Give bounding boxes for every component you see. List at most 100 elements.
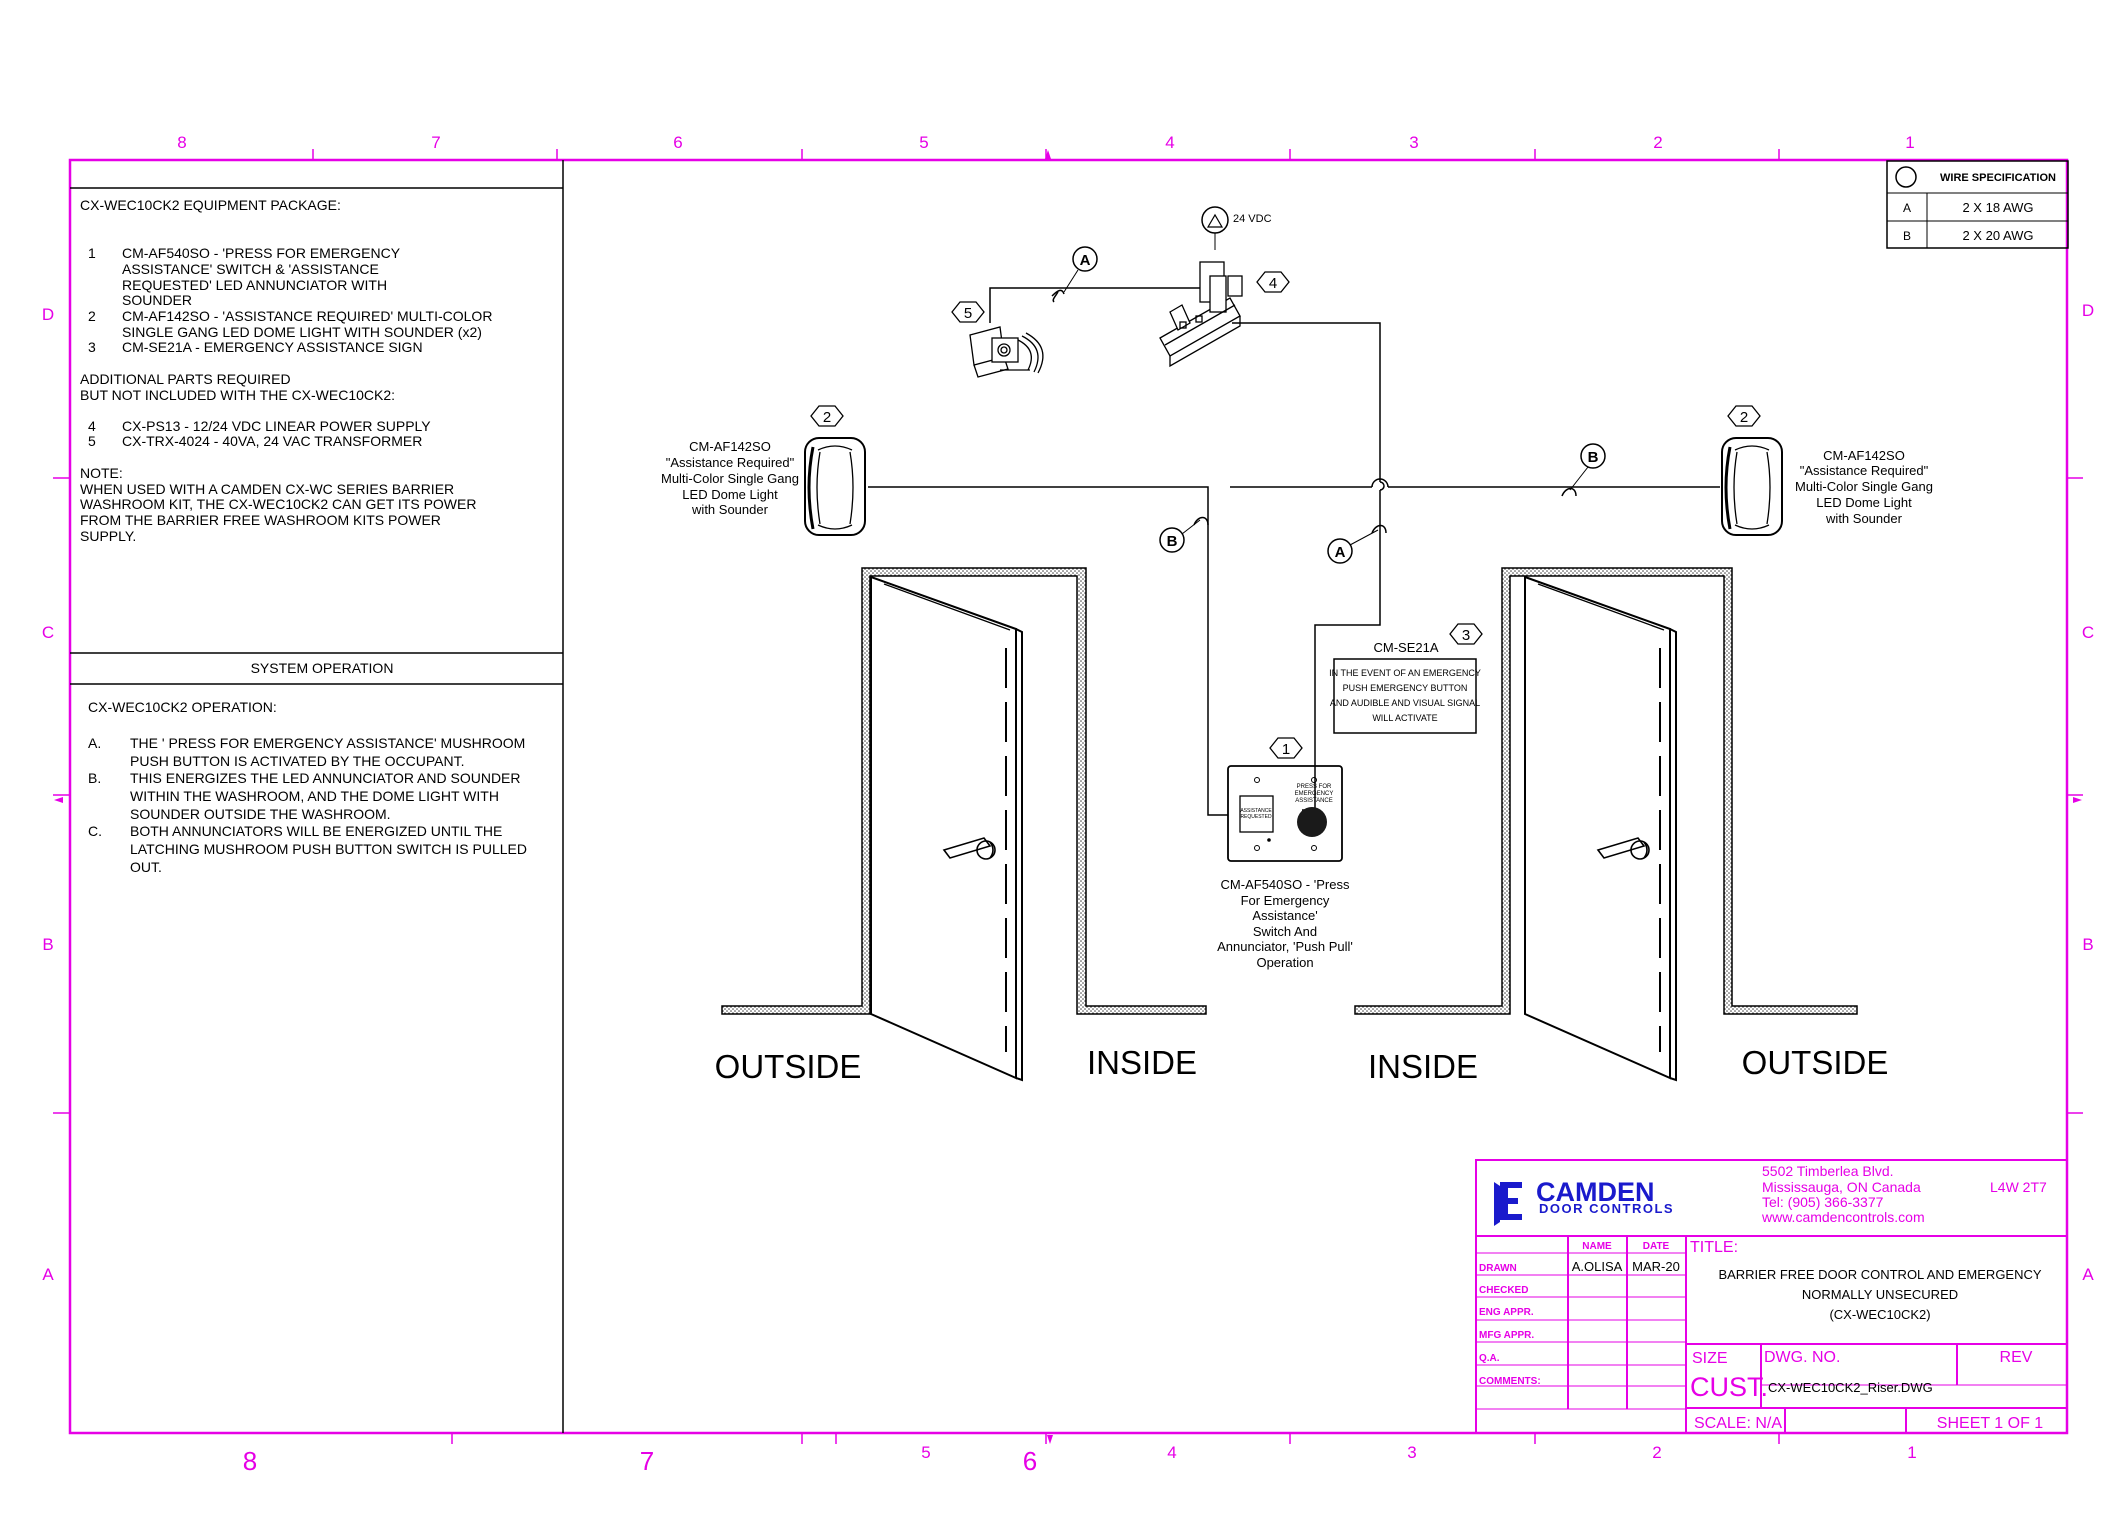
dome-left-line-5: with Sounder	[691, 502, 769, 517]
dwg-no-label: DWG. NO.	[1764, 1349, 1840, 1366]
dome-light-left: 2 CM-AF142SO "Assistance Required" Multi…	[661, 405, 866, 536]
logo-wordmark: CAMDEN	[1536, 1177, 1655, 1207]
wire-marker-b-right: B	[1588, 449, 1599, 466]
sign-model-label: CM-SE21A	[1373, 640, 1438, 655]
additional-title-1: ADDITIONAL PARTS REQUIRED	[80, 371, 291, 387]
additional-item-4: CX-PS13 - 12/24 VDC LINEAR POWER SUPPLY	[122, 418, 431, 434]
door-right	[1354, 567, 1858, 1082]
power-supply-icon	[1159, 261, 1243, 368]
zone-left-d: D	[42, 305, 54, 324]
operation-title: CX-WEC10CK2 OPERATION:	[88, 699, 277, 715]
equipment-item-3-line-1: CM-SE21A - EMERGENCY ASSISTANCE SIGN	[122, 339, 423, 355]
address-line-4: www.camdencontrols.com	[1761, 1209, 1925, 1225]
tag-1: 1	[1282, 741, 1290, 758]
size-label: SIZE	[1692, 1350, 1728, 1367]
operation-step-c-line-2: LATCHING MUSHROOM PUSH BUTTON SWITCH IS …	[130, 841, 527, 857]
dome-left-line-3: Multi-Color Single Gang	[661, 471, 799, 486]
drawing-border: 8 7 6 5 4 3 2 1 8 7 5 6 4 3 2 1 D C B A …	[42, 133, 2094, 1476]
row-drawn: DRAWN	[1479, 1263, 1517, 1274]
wire-marker-a-top: A	[1080, 252, 1091, 269]
wire-spec-circle-icon	[1895, 166, 1917, 188]
zone-top-4: 4	[1165, 133, 1174, 152]
tag-4: 4	[1269, 275, 1277, 292]
additional-num-4: 4	[88, 418, 96, 434]
zone-bottom-2: 2	[1652, 1443, 1661, 1462]
wire-marker-b-left: B	[1167, 533, 1178, 550]
equipment-item-1-line-2: ASSISTANCE' SWITCH & 'ASSISTANCE	[122, 261, 379, 277]
size-value: CUST.	[1690, 1372, 1768, 1402]
address-line-1: 5502 Timberlea Blvd.	[1762, 1163, 1894, 1179]
note-line-4: FROM THE BARRIER FREE WASHROOM KITS POWE…	[80, 512, 441, 528]
operation-step-b-letter: B.	[88, 770, 101, 786]
zone-top-5: 5	[919, 133, 928, 152]
note-line-1: NOTE:	[80, 465, 123, 481]
dome-right-line-1: CM-AF142SO	[1823, 448, 1905, 463]
operation-step-a-letter: A.	[88, 735, 101, 751]
note-line-5: SUPPLY.	[80, 528, 136, 544]
label-inside-left: INSIDE	[1087, 1044, 1197, 1081]
annunciator-panel: 1 ASSISTANCE REQUESTED PRESS FOR EMERGEN…	[1217, 737, 1353, 970]
panel-push-text-1: PRESS FOR	[1297, 784, 1332, 790]
drawing-title-1: BARRIER FREE DOOR CONTROL AND EMERGENCY	[1718, 1267, 2041, 1282]
zone-left-c: C	[42, 623, 54, 642]
drawn-date: MAR-20	[1632, 1259, 1680, 1274]
panel-led-text-2: REQUESTED	[1240, 814, 1272, 820]
zone-left-b: B	[42, 935, 53, 954]
panel-push-text-2: EMERGENCY	[1295, 791, 1334, 797]
wire-spec-b: 2 X 20 AWG	[1962, 228, 2033, 243]
panel-label-5: Annunciator, 'Push Pull'	[1217, 939, 1353, 954]
equipment-num-3: 3	[88, 339, 96, 355]
col-date: DATE	[1643, 1241, 1670, 1252]
panel-label-1: CM-AF540SO - 'Press	[1221, 877, 1350, 892]
additional-num-5: 5	[88, 433, 96, 449]
panel-label-2: For Emergency	[1241, 893, 1330, 908]
equipment-num-2: 2	[88, 308, 96, 324]
label-outside-right: OUTSIDE	[1742, 1044, 1889, 1081]
zone-top-1: 1	[1905, 133, 1914, 152]
note-line-2: WHEN USED WITH A CAMDEN CX-WC SERIES BAR…	[80, 481, 454, 497]
emergency-sign: CM-SE21A 3 IN THE EVENT OF AN EMERGENCY …	[1329, 623, 1483, 734]
equipment-package: CX-WEC10CK2 EQUIPMENT PACKAGE: 1 CM-AF54…	[80, 197, 492, 544]
wire-spec-id-a: A	[1903, 201, 1911, 215]
dome-light-right: 2 CM-AF142SO "Assistance Required" Multi…	[1721, 405, 1933, 536]
scale-label: SCALE: N/A	[1694, 1415, 1782, 1432]
tag-2-left: 2	[823, 409, 831, 426]
operation-step-b-line-2: WITHIN THE WASHROOM, AND THE DOME LIGHT …	[130, 788, 499, 804]
row-mfg-appr: MFG APPR.	[1479, 1330, 1534, 1341]
zone-top-6: 6	[673, 133, 682, 152]
dome-right-line-4: LED Dome Light	[1816, 495, 1912, 510]
note-line-3: WASHROOM KIT, THE CX-WEC10CK2 CAN GET IT…	[80, 496, 476, 512]
door-left	[721, 567, 1207, 1082]
operation-step-b-line-3: SOUNDER OUTSIDE THE WASHROOM.	[130, 806, 391, 822]
zone-bottom-3: 3	[1407, 1443, 1416, 1462]
dome-left-line-4: LED Dome Light	[682, 487, 778, 502]
notes-panel: CX-WEC10CK2 EQUIPMENT PACKAGE: 1 CM-AF54…	[70, 160, 564, 1433]
drawn-name: A.OLISA	[1572, 1259, 1623, 1274]
zone-bottom-6: 6	[1023, 1446, 1037, 1476]
label-inside-right: INSIDE	[1368, 1048, 1478, 1085]
equipment-item-1-line-3: REQUESTED' LED ANNUNCIATOR WITH	[122, 277, 387, 293]
panel-label-4: Switch And	[1253, 924, 1317, 939]
panel-label-6: Operation	[1256, 955, 1313, 970]
wire-spec-title: WIRE SPECIFICATION	[1940, 172, 2056, 184]
zone-top-3: 3	[1409, 133, 1418, 152]
equipment-item-1-line-4: SOUNDER	[122, 292, 192, 308]
operation-step-a-line-2: PUSH BUTTON IS ACTIVATED BY THE OCCUPANT…	[130, 753, 465, 769]
title-block: CAMDEN DOOR CONTROLS 5502 Timberlea Blvd…	[1475, 1159, 2068, 1434]
drawing-title-2: NORMALLY UNSECURED	[1802, 1287, 1958, 1302]
zone-right-b: B	[2082, 935, 2093, 954]
supply-voltage-label: 24 VDC	[1233, 213, 1272, 225]
dome-right-line-2: "Assistance Required"	[1800, 463, 1929, 478]
zone-left-a: A	[42, 1265, 54, 1284]
sign-text-4: WILL ACTIVATE	[1372, 713, 1437, 723]
zone-top-7: 7	[431, 133, 440, 152]
dome-left-line-1: CM-AF142SO	[689, 439, 771, 454]
tag-5: 5	[964, 305, 972, 322]
panel-push-text-3: ASSISTANCE	[1295, 798, 1333, 804]
system-operation: SYSTEM OPERATION CX-WEC10CK2 OPERATION: …	[88, 660, 527, 875]
zone-bottom-4: 4	[1167, 1443, 1176, 1462]
zone-bottom-1: 1	[1907, 1443, 1916, 1462]
zone-top-8: 8	[177, 133, 186, 152]
equipment-item-2-line-1: CM-AF142SO - 'ASSISTANCE REQUIRED' MULTI…	[122, 308, 492, 324]
panel-label-3: Assistance'	[1252, 908, 1317, 923]
